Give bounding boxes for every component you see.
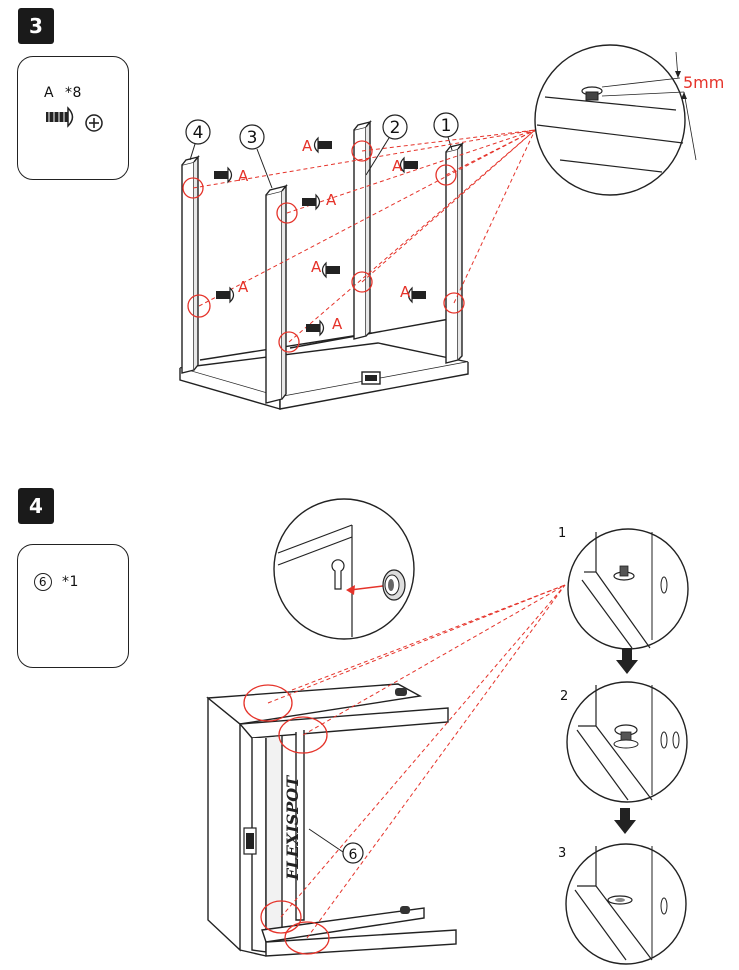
parts-6-label: 6 *1 <box>34 573 79 591</box>
sequence-detail-2 <box>566 681 688 803</box>
leg-number-2: 2 <box>365 114 408 176</box>
screw-head-detail <box>581 86 603 101</box>
callout-a-5: A <box>311 258 322 276</box>
step-3-badge: 3 <box>18 8 54 44</box>
leg-3 <box>265 184 288 404</box>
keyhole-detail-magnifier <box>273 498 415 640</box>
leg-number-2-text: 2 <box>390 118 401 138</box>
screw-head-detail <box>382 569 406 601</box>
callout-a-1: A <box>238 167 249 185</box>
leader-lines <box>192 129 536 343</box>
sequence-detail-1 <box>567 528 689 650</box>
callout-a-7: A <box>238 278 249 296</box>
callout-a-3: A <box>392 157 403 175</box>
frame-handle <box>361 371 381 385</box>
screw-icon <box>46 106 103 132</box>
callout-a-4: A <box>326 191 337 209</box>
leg-number-3: 3 <box>239 124 273 189</box>
sequence-number-1: 1 <box>558 526 566 541</box>
arrow-left-icon <box>346 585 384 595</box>
step-3-frame <box>179 317 469 410</box>
leader-lines-step-4 <box>267 584 566 939</box>
detail-measure: 5mm <box>683 73 724 92</box>
keyhole-shape <box>331 559 345 590</box>
step-4-badge: 4 <box>18 488 54 524</box>
step-3-number: 3 <box>29 14 43 38</box>
sequence-detail-3 <box>565 843 687 965</box>
step-3-detail-magnifier: 5mm <box>534 44 724 196</box>
callout-a-6: A <box>400 283 411 301</box>
hole-highlights <box>182 140 465 353</box>
part-6-callout: 6 <box>308 828 364 864</box>
leg-4 <box>181 155 200 374</box>
mount-highlights <box>243 684 330 955</box>
screw-icon <box>407 286 426 304</box>
screw-icon <box>302 193 321 211</box>
frame-knob <box>400 906 410 914</box>
leg-2 <box>353 120 372 340</box>
leg-number-1: 1 <box>433 112 459 151</box>
arrow-down-icon <box>614 808 636 834</box>
frame-knob <box>395 688 407 696</box>
part-6-circle: 6 <box>34 573 52 591</box>
screw-icon <box>216 286 235 304</box>
part-6-number: 6 <box>349 847 358 863</box>
step-4-parts-box: 6 *1 <box>17 544 129 668</box>
frame-clip <box>243 827 257 855</box>
screw-icon <box>321 261 340 279</box>
arrow-down-icon <box>616 648 638 674</box>
leg-number-3-text: 3 <box>247 128 258 148</box>
screw-icon <box>214 166 233 184</box>
flexispot-logo: FLEXISPOT <box>283 775 302 881</box>
leg-number-4-text: 4 <box>193 123 204 143</box>
step-4-desk-frame <box>206 683 457 957</box>
callout-a-8: A <box>332 315 343 333</box>
screw-icon <box>313 136 332 154</box>
leg-number-1-text: 1 <box>441 116 452 136</box>
step-4-number: 4 <box>29 494 43 518</box>
screw-icon <box>399 156 418 174</box>
parts-a-label: A *8 <box>44 85 82 101</box>
leg-number-4: 4 <box>185 119 211 161</box>
screw-icon <box>306 319 325 337</box>
step-3-parts-box: A *8 <box>17 56 129 180</box>
sequence-number-2: 2 <box>560 689 568 704</box>
leg-1 <box>445 142 464 364</box>
callout-a-2: A <box>302 137 313 155</box>
screwdriver-head-icon <box>85 114 103 132</box>
sequence-number-3: 3 <box>558 846 566 861</box>
